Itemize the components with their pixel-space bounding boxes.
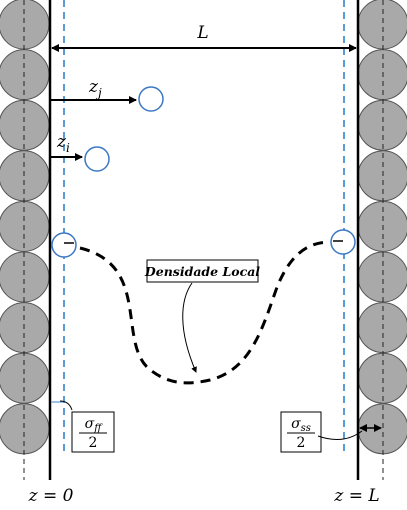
sigma-ff-denominator: 2	[89, 435, 98, 451]
zi-label: zi	[56, 132, 70, 155]
right-wall-atom	[357, 251, 407, 303]
sigma-ff-box	[71, 411, 115, 453]
right-wall-atom	[357, 99, 407, 151]
right-wall-atom	[357, 403, 407, 455]
left-wall-atom	[0, 0, 50, 50]
sigma-ss-numerator: σss	[291, 416, 311, 434]
particle-j	[138, 86, 164, 112]
local-density-profile	[79, 240, 331, 385]
density-label-box	[146, 259, 259, 283]
L-label: L	[196, 23, 208, 43]
sigma-ss-box	[280, 411, 322, 453]
zj-label: zj	[88, 77, 102, 100]
contact-particle-right	[330, 229, 356, 255]
z-L-label: z = L	[333, 486, 379, 506]
particle-i	[84, 146, 110, 172]
sigma-ss-denominator: 2	[297, 435, 306, 451]
sigma-ff-pointer	[59, 400, 73, 411]
right-wall-atom	[357, 0, 407, 50]
left-wall-atom	[0, 251, 50, 303]
density-pointer	[182, 282, 197, 373]
z-zero-label: z = 0	[28, 486, 74, 506]
sigma-ff-numerator: σff	[85, 416, 104, 434]
contact-particle-left	[51, 232, 77, 258]
left-wall-atom	[0, 403, 50, 455]
sigma-ss-pointer	[317, 430, 363, 440]
left-wall-atom	[0, 99, 50, 151]
density-label: Densidade Local	[144, 264, 260, 279]
